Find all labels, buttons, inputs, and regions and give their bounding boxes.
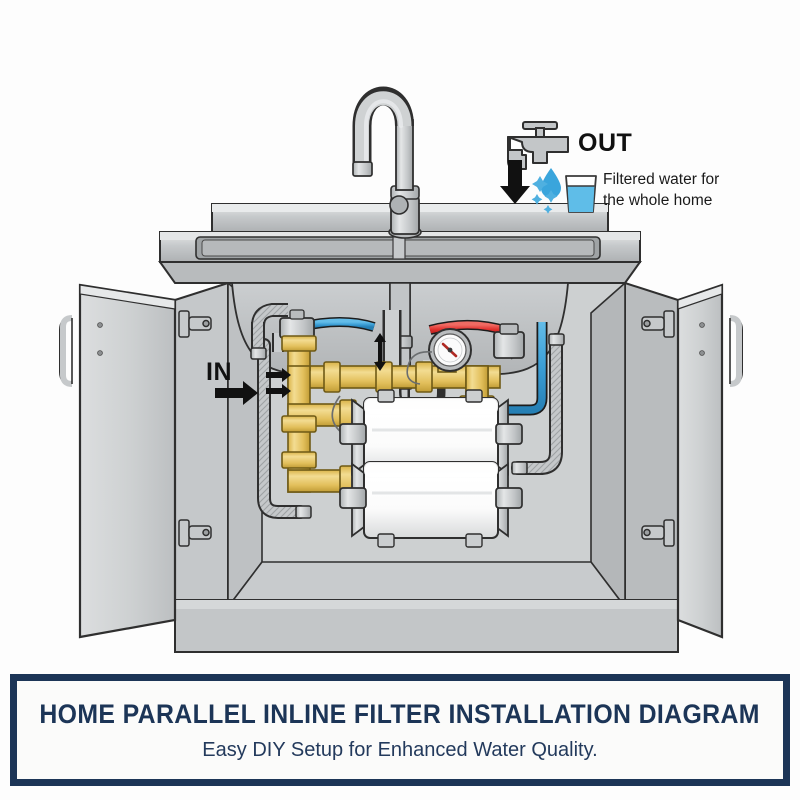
title-banner: HOME PARALLEL INLINE FILTER INSTALLATION… xyxy=(10,674,790,786)
outlet-label: OUT xyxy=(578,129,633,157)
double-arrow-right-icon xyxy=(266,368,291,398)
cabinet-door-left[interactable] xyxy=(59,283,177,639)
shutoff-valve xyxy=(493,323,525,359)
installation-illustration xyxy=(59,86,743,653)
cabinet-door-right[interactable] xyxy=(676,283,743,639)
inlet-label: IN xyxy=(206,358,232,386)
outlet-caption-line-1: Filtered water for xyxy=(603,171,720,188)
banner-subtitle: Easy DIY Setup for Enhanced Water Qualit… xyxy=(202,738,598,761)
outlet-caption-line-2: the whole home xyxy=(603,191,713,209)
arrow-right-icon xyxy=(215,381,258,405)
outlet-caption: Filtered water for the whole home xyxy=(603,170,793,211)
arrow-up-down-icon xyxy=(374,333,386,371)
filtered-outlet-line xyxy=(508,322,548,416)
outlet-flex-line xyxy=(511,333,565,475)
banner-title: HOME PARALLEL INLINE FILTER INSTALLATION… xyxy=(39,698,761,729)
sparkle-icon xyxy=(531,176,558,214)
faucet xyxy=(352,86,422,239)
water-glass-icon xyxy=(565,175,597,213)
water-drop-icon xyxy=(541,168,561,198)
pressure-gauge xyxy=(406,328,472,385)
inlet-flex-line xyxy=(250,303,312,519)
filter-housing-bottom xyxy=(339,461,523,548)
arrow-down-icon xyxy=(500,160,530,204)
hinge-icon xyxy=(178,310,675,547)
